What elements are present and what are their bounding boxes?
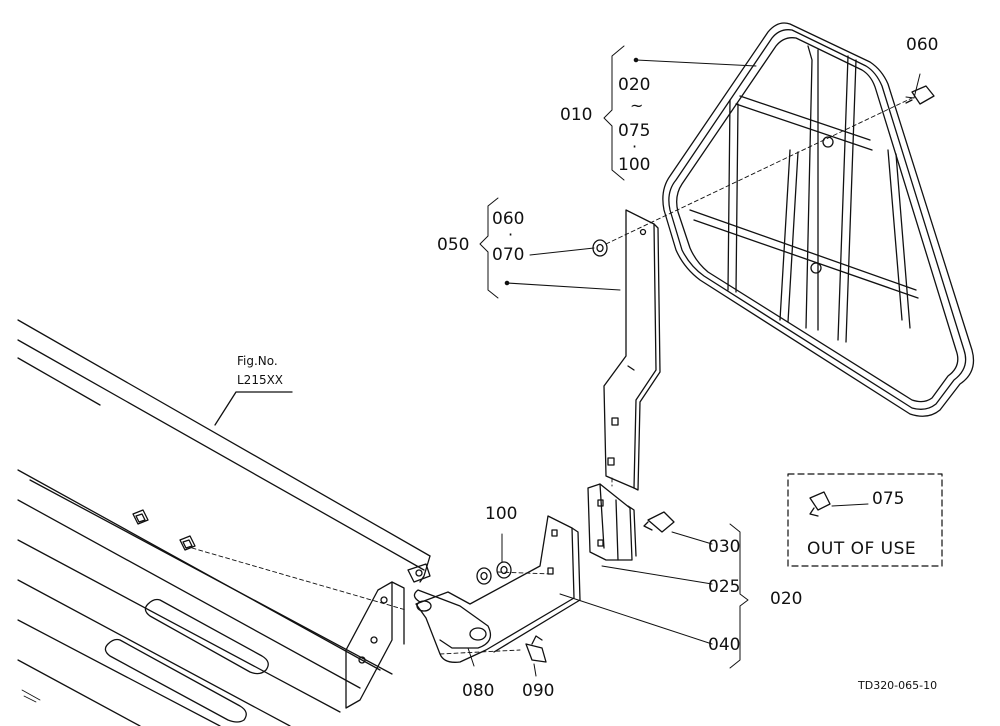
callout-070: 070 bbox=[492, 245, 525, 265]
stay-bar bbox=[603, 209, 661, 491]
callout-010: 010 bbox=[560, 105, 593, 125]
fig-ref-number: L215XX bbox=[237, 373, 284, 387]
callout-040: 040 bbox=[708, 635, 741, 655]
bolt-030 bbox=[643, 511, 675, 533]
drawing-code: TD320-065-10 bbox=[858, 679, 938, 692]
guard-frame bbox=[662, 22, 975, 417]
callout-080: 080 bbox=[462, 681, 495, 701]
washers-100 bbox=[476, 561, 512, 585]
dashed-lines bbox=[191, 97, 913, 655]
out-of-use-box bbox=[787, 473, 943, 567]
callout-090: 090 bbox=[522, 681, 555, 701]
callout-060-mid: 060 bbox=[492, 209, 525, 229]
bolt-090 bbox=[525, 635, 547, 663]
callout-100-low: 100 bbox=[485, 504, 518, 524]
separator-dot-mid: · bbox=[508, 225, 514, 244]
grouping-brackets bbox=[479, 45, 749, 669]
fig-ref-leader bbox=[214, 391, 293, 426]
hood-panel bbox=[17, 319, 431, 726]
bolt-075 bbox=[809, 491, 831, 517]
bolt-060 bbox=[905, 85, 935, 105]
callout-030: 030 bbox=[708, 537, 741, 557]
callout-025: 025 bbox=[708, 577, 741, 597]
callout-020-top: 020 bbox=[618, 75, 651, 95]
callout-020-right: 020 bbox=[770, 589, 803, 609]
range-symbol: ~ bbox=[630, 96, 644, 115]
callout-075-top: 075 bbox=[618, 121, 651, 141]
fig-ref-label: Fig.No. bbox=[237, 354, 278, 368]
bracket-assembly bbox=[413, 483, 637, 663]
out-of-use-note: OUT OF USE bbox=[807, 539, 917, 559]
callout-050: 050 bbox=[437, 235, 470, 255]
leader-lines bbox=[467, 57, 921, 677]
callout-060-right: 060 bbox=[906, 35, 939, 55]
callout-100-top: 100 bbox=[618, 155, 651, 175]
out-of-use-part-label: 075 bbox=[872, 489, 905, 509]
nut-070 bbox=[592, 239, 608, 257]
separator-dot-top: · bbox=[632, 137, 638, 156]
